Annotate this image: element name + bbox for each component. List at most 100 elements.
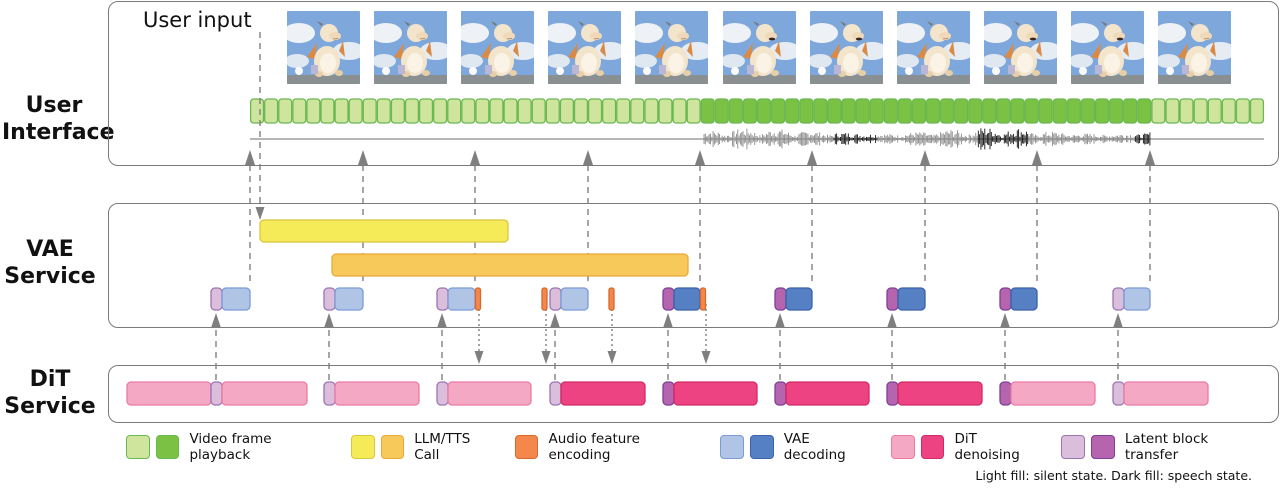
row-label-text: User Interface [2,93,115,145]
vae-to-ui-arrow-icon [470,150,480,165]
latent-block-dit [999,381,1012,406]
dit-denoising-block [126,381,212,406]
user-input-label: User input [143,8,252,32]
video-frame-silent [264,98,279,124]
video-frame-silent [545,98,560,124]
audio-encoding-block [541,287,548,311]
latent-transfer-arrow-icon [1113,313,1123,328]
video-frame-silent [531,98,546,124]
video-frame-speech [996,98,1011,124]
video-frame-speech [925,98,941,124]
video-frame-silent [390,98,405,124]
video-frame-speech [968,98,983,124]
video-frame-thumbnail [287,11,360,84]
video-frame-speech [742,98,758,124]
vae-to-ui-arrow-icon [920,150,930,165]
vae-decoding-block [221,287,251,311]
dit-blocks [126,381,1209,406]
video-frame-silent [334,98,349,124]
row-label-text: VAE Service [4,237,96,289]
video-frame-thumbnail [809,11,883,84]
video-frame-speech [813,98,828,124]
vae-to-ui-arrow-icon [245,150,255,165]
legend-label: VAE decoding [783,431,846,463]
video-frame-thumbnail [548,11,622,84]
dragon-frame-icon [287,11,360,84]
vae-to-ui-arrow-icon [358,150,368,165]
audio-to-dit-arrow-icon [607,351,617,364]
vae-blocks [210,287,1151,311]
video-frame-silent [602,98,617,124]
video-frame-speech [700,98,715,124]
vae-decoding-block [560,287,589,311]
row-label-text: DiT Service [4,367,96,419]
vae-to-ui-arrow-icon [1032,150,1042,165]
latent-transfer-arrow-icon [663,313,673,328]
latent-block-dit [549,381,562,406]
audio-encoding-block [608,287,615,311]
dit-denoising-block [785,381,870,406]
legend-label: Video frame playback [189,431,272,463]
video-frame-silent [503,98,518,124]
legend-swatch [720,435,744,459]
video-frame-speech [1123,98,1138,124]
legend-swatch [749,435,774,459]
legend-swatch [1061,435,1086,459]
audio-to-dit-arrow-icon [474,351,484,364]
video-frame-silent [362,98,377,124]
latent-block-dit [662,381,675,406]
video-frame-silent [418,98,434,124]
latent-block-dit [1112,381,1125,406]
video-frame-silent [1165,98,1180,124]
vae-service-panel [108,203,1279,328]
dit-service-panel [108,365,1279,423]
video-frame-silent [489,98,504,124]
video-frame-speech [1094,98,1110,124]
latent-transfer-arrow-icon [1000,313,1010,328]
video-frame-speech [728,98,743,124]
vae-decoding-block [447,287,476,311]
dragon-frame-icon [461,11,535,84]
latent-transfer-arrow-icon [887,313,897,328]
latent-block-vae [886,287,899,311]
dragon-frame-icon [374,11,448,84]
video-frame-silent [348,98,363,124]
video-frame-silent [306,98,321,124]
video-frame-silent [573,98,589,124]
video-frame-silent [1235,98,1250,124]
video-frame-silent [1179,98,1194,124]
video-frame-speech [940,98,955,124]
video-frame-silent [461,98,476,124]
dragon-frame-icon [1070,11,1144,84]
video-frame-speech [714,98,729,124]
llm-call-bar [259,219,509,243]
video-frame-thumbnail [896,11,970,84]
vae-decoding-block [1010,287,1038,311]
video-frame-speech [883,98,898,124]
latent-block-vae [323,287,336,311]
dit-denoising-block [447,381,532,406]
video-frame-speech [1066,98,1081,124]
video-frame-speech [982,98,997,124]
video-frame-silent [587,98,603,124]
dit-denoising-block [560,381,646,406]
video-frame-thumbnail [722,11,796,84]
vae-decoding-block [673,287,701,311]
vae-decoding-block [785,287,813,311]
video-frame-silent [1221,98,1236,124]
video-frame-thumbnail [1158,11,1231,84]
legend-label: DiT denoising [954,431,1020,463]
video-frame-speech [756,98,772,124]
latent-transfer-arrow-icon [550,313,560,328]
video-frame-speech [1137,98,1152,124]
latent-block-vae [436,287,449,311]
video-frame-silent [1193,98,1208,124]
latent-block-dit [436,381,449,406]
dragon-frame-icon [635,11,709,84]
latent-block-vae [210,287,223,311]
latent-block-dit [323,381,336,406]
video-frame-speech [785,98,800,124]
llm-tts-bars [259,219,689,277]
latent-block-dit [886,381,899,406]
legend-swatch [890,435,915,459]
